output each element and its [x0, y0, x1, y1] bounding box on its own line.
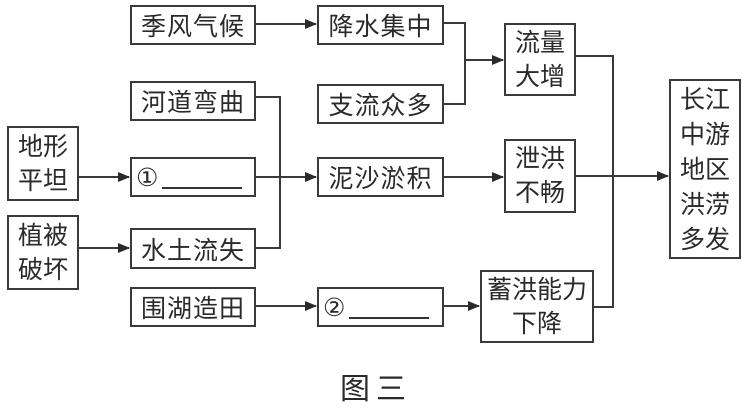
blank-1-marker: ① — [136, 162, 159, 192]
node-label: 降水集中 — [328, 12, 433, 41]
blank-2-marker: ② — [323, 292, 346, 322]
node-sediment-deposition: 泥沙淤积 — [317, 157, 444, 197]
node-result: 长江中游地区洪涝多发 — [669, 79, 741, 259]
node-lake-reclamation: 围湖造田 — [130, 287, 256, 327]
node-label: 地形平坦 — [17, 131, 68, 195]
node-label: 植被破坏 — [17, 220, 68, 284]
line-rainfall-merge — [443, 22, 466, 105]
node-label: 季风气候 — [140, 12, 245, 41]
node-concentrated-rainfall: 降水集中 — [317, 5, 444, 45]
blank-1-answer-line[interactable] — [162, 165, 243, 189]
node-vegetation-destruction: 植被破坏 — [7, 215, 79, 290]
node-label: 围湖造田 — [140, 294, 245, 323]
node-label: 支流众多 — [328, 91, 433, 120]
node-flat-terrain: 地形平坦 — [7, 126, 79, 201]
node-poor-flood-discharge: 泄洪不畅 — [504, 139, 576, 213]
blank-2-answer-line[interactable] — [349, 295, 430, 319]
node-label: 蓄洪能力下降 — [486, 274, 587, 338]
node-blank-1[interactable]: ① — [130, 157, 256, 197]
node-soil-erosion: 水土流失 — [130, 228, 256, 269]
node-many-tributaries: 支流众多 — [317, 84, 444, 124]
node-reduced-flood-storage: 蓄洪能力下降 — [480, 270, 594, 343]
figure-caption: 图三 — [340, 372, 412, 407]
node-meandering-channel: 河道弯曲 — [130, 81, 256, 121]
node-label: 泄洪不畅 — [514, 144, 565, 207]
node-monsoon-climate: 季风气候 — [130, 5, 256, 45]
line-right-trunk — [576, 55, 614, 308]
node-label: 流量大增 — [514, 27, 565, 91]
node-blank-2[interactable]: ② — [317, 287, 444, 327]
node-label: 泥沙淤积 — [328, 164, 433, 193]
node-flow-surge: 流量大增 — [504, 23, 576, 96]
line-channel-merge — [255, 96, 281, 249]
node-label: 水土流失 — [140, 235, 245, 265]
node-label: 长江中游地区洪涝多发 — [679, 84, 730, 254]
node-label: 河道弯曲 — [140, 88, 245, 117]
